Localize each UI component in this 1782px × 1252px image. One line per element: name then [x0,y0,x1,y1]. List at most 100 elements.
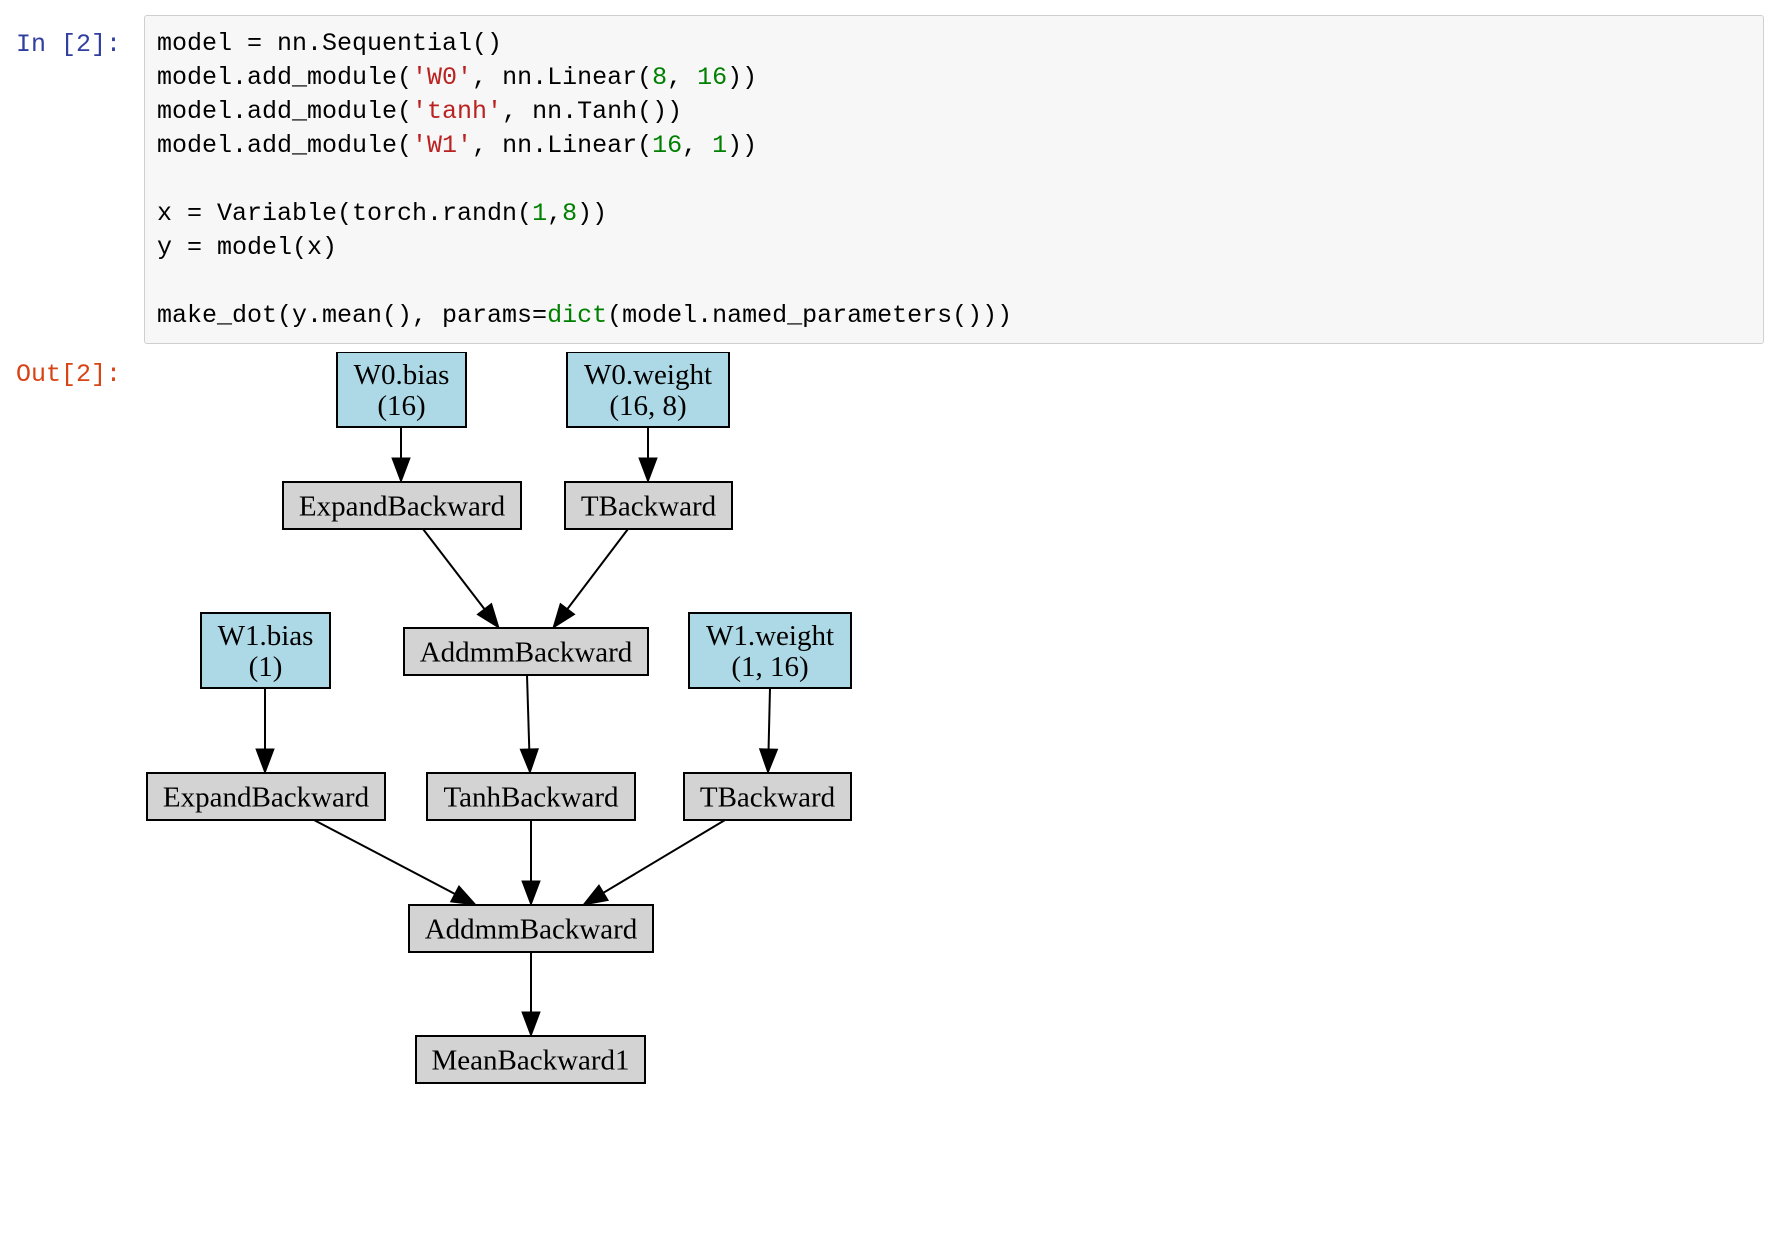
code-token: dict [547,301,608,330]
arrowhead [552,602,576,630]
node-label: TBackward [700,782,836,814]
edge-w0_bias-to-expand_0 [391,427,411,484]
code-token: x = Variable(torch.randn( [157,199,533,228]
arrowhead [581,884,610,906]
node-expand_0: ExpandBackward [282,481,522,530]
op-node-box [146,772,386,821]
node-label: TanhBackward [443,782,619,814]
param-node-box [336,352,467,428]
op-node-box [426,772,636,821]
edge-addmm_0-to-tanh [519,674,539,775]
node-label: TBackward [581,491,717,523]
node-w1_bias: W1.bias(1) [200,612,331,689]
node-t_0: TBackward [564,481,733,530]
code-token: model = nn.Sequential() [157,29,503,58]
code-line: y = model(x) [157,231,1012,265]
code-token: y = model(x) [157,233,338,262]
edge-w1_weight-to-t_1 [758,687,779,775]
arrowhead [391,457,411,484]
arrowhead [519,748,539,775]
arrowhead [521,1011,541,1038]
arrowhead [521,880,541,907]
node-tanh: TanhBackward [426,772,636,821]
code-token: , [682,131,713,160]
code-token: )) [577,199,608,228]
edge-w1_bias-to-expand_1 [255,688,275,775]
node-label: W1.bias [218,620,314,652]
code-input-area[interactable]: model = nn.Sequential() model.add_module(… [144,15,1764,344]
node-w0_weight: W0.weight(16, 8) [566,352,730,428]
node-t_1: TBackward [683,772,852,821]
arrowhead [758,748,779,775]
output-prompt: Out[2]: [16,360,122,389]
edge-t_0-to-addmm_0 [552,528,629,630]
code-token: 'tanh' [412,97,503,126]
code-token: 16 [697,63,728,92]
op-node-box [415,1035,646,1084]
node-label: W1.weight [706,620,834,652]
input-prompt: In [2]: [16,30,122,59]
code-token: , nn.Linear( [472,63,653,92]
code-token: (model.named_parameters())) [607,301,1013,330]
code-token: , nn.Linear( [472,131,653,160]
code-token: 1 [532,199,548,228]
code-token: model.add_module( [157,63,413,92]
node-mean: MeanBackward1 [415,1035,646,1084]
op-node-box [683,772,852,821]
autograd-graph: W0.bias(16) W0.weight(16, 8) ExpandBackwar… [146,352,852,1084]
node-label: AddmmBackward [425,914,638,946]
code-editor[interactable]: model = nn.Sequential() model.add_module(… [157,27,1012,333]
param-node-box [688,612,852,689]
code-token: model.add_module( [157,97,413,126]
code-line: make_dot(y.mean(), params=dict(model.nam… [157,299,1012,333]
code-token: , [667,63,698,92]
op-node-box [564,481,733,530]
node-label: ExpandBackward [299,491,506,523]
op-node-box [403,627,649,676]
code-token: , [547,199,563,228]
code-line: model.add_module('W0', nn.Linear(8, 16)) [157,61,1012,95]
code-token: )) [727,63,758,92]
node-label: MeanBackward1 [431,1045,629,1077]
op-node-box [408,904,654,953]
code-token: 8 [562,199,578,228]
edge-t_1-to-addmm_1 [581,819,726,906]
code-token: 1 [712,131,728,160]
edge-addmm_1-to-mean [521,952,541,1038]
output-area: W0.bias(16) W0.weight(16, 8) ExpandBackwar… [144,352,1144,1247]
node-expand_1: ExpandBackward [146,772,386,821]
param-node-box [200,612,331,689]
arrowhead [449,885,478,906]
edge-expand_0-to-addmm_0 [422,528,500,630]
arrowhead [638,457,658,484]
node-label: (1) [249,651,283,683]
code-line [157,163,1012,197]
arrowhead [476,602,500,630]
code-line [157,265,1012,299]
node-w0_bias: W0.bias(16) [336,352,467,428]
param-node-box [566,352,730,428]
code-token: , nn.Tanh()) [502,97,683,126]
node-label: (16) [377,390,425,422]
code-line: model.add_module('W1', nn.Linear(16, 1)) [157,129,1012,163]
edge-w0_weight-to-t_0 [638,427,658,484]
code-token: 8 [652,63,668,92]
node-label: ExpandBackward [163,782,370,814]
code-token: make_dot(y.mean(), params= [157,301,548,330]
node-label: (1, 16) [731,651,808,683]
edge-expand_1-to-addmm_1 [313,819,478,906]
node-addmm_1: AddmmBackward [408,904,654,953]
code-line: model = nn.Sequential() [157,27,1012,61]
code-line: model.add_module('tanh', nn.Tanh()) [157,95,1012,129]
code-token: 'W0' [412,63,473,92]
node-label: AddmmBackward [420,637,633,669]
code-token: 'W1' [412,131,473,160]
code-token: )) [727,131,758,160]
node-w1_weight: W1.weight(1, 16) [688,612,852,689]
node-addmm_0: AddmmBackward [403,627,649,676]
node-label: (16, 8) [609,390,686,422]
edge-tanh-to-addmm_1 [521,820,541,907]
arrowhead [255,748,275,775]
code-line: x = Variable(torch.randn(1,8)) [157,197,1012,231]
op-node-box [282,481,522,530]
